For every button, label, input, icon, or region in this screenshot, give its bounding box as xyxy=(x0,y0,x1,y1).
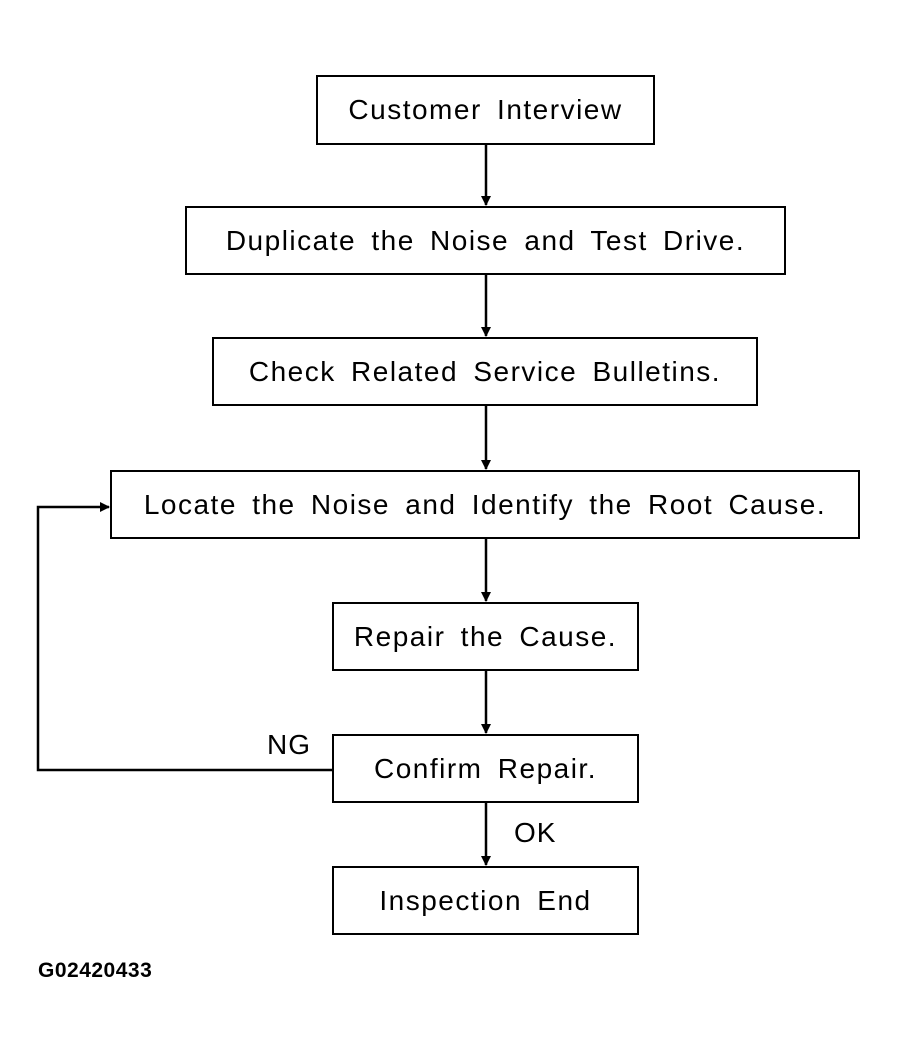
step-check-bulletins: Check Related Service Bulletins. xyxy=(212,337,758,406)
step-confirm-repair: Confirm Repair. xyxy=(332,734,639,803)
branch-label-ok: OK xyxy=(514,817,557,848)
arrow-confirm-to-locate-ng xyxy=(36,502,333,772)
step-duplicate-noise: Duplicate the Noise and Test Drive. xyxy=(185,206,786,275)
figure-code: G02420433 xyxy=(38,959,153,982)
step-repair-cause: Repair the Cause. xyxy=(332,602,639,671)
step-locate-noise: Locate the Noise and Identify the Root C… xyxy=(110,470,860,539)
branch-label-ng: NG xyxy=(267,729,311,760)
step-inspection-end: Inspection End xyxy=(332,866,639,935)
step-customer-interview: Customer Interview xyxy=(316,75,655,145)
